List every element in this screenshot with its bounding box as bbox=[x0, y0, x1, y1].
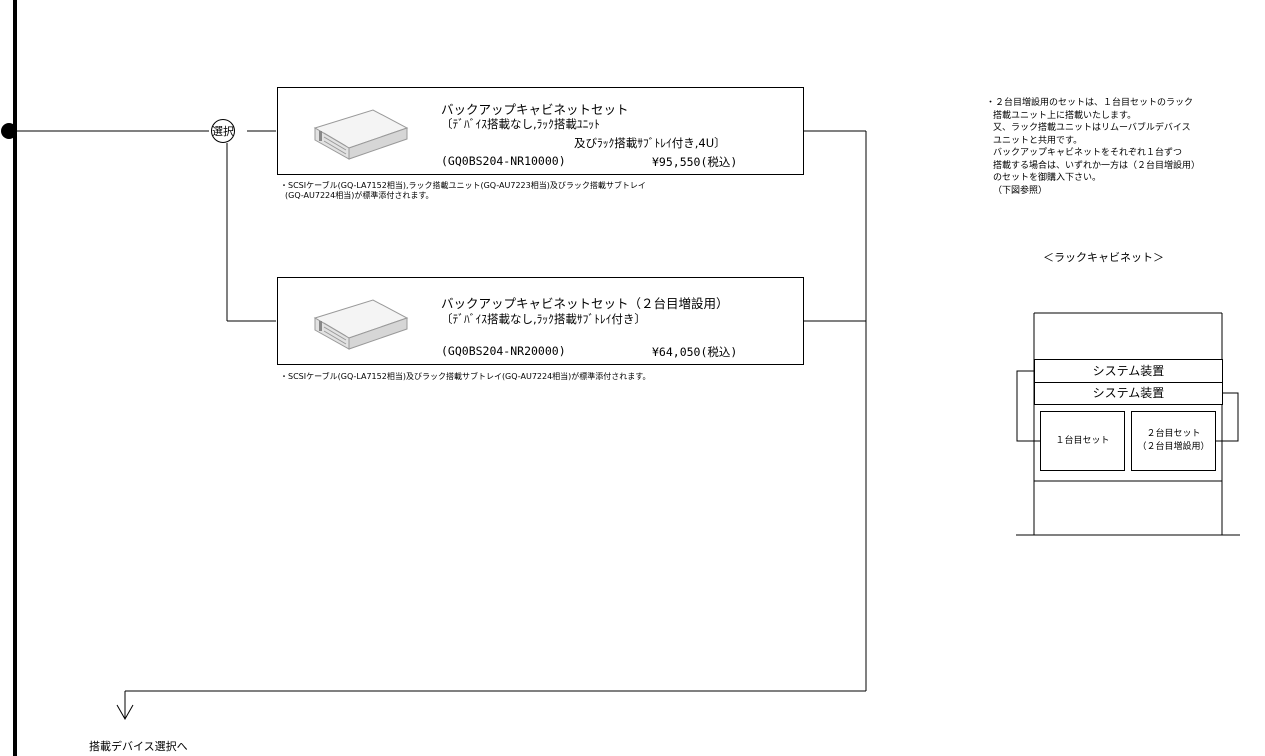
rack-unit-second-set: ２台目セット （２台目増設用） bbox=[1131, 411, 1216, 471]
option1-desc-line1: 〔ﾃﾞﾊﾞｲｽ搭載なし,ﾗｯｸ搭載ﾕﾆｯﾄ bbox=[441, 117, 600, 131]
option1-note-line1: ・SCSIケーブル(GQ-LA7152相当),ラック搭載ユニット(GQ-AU72… bbox=[280, 181, 646, 190]
option1-note-line2: (GQ-AU7224相当)が標準添付されます。 bbox=[285, 191, 434, 200]
option1-price: ¥95,550(税込) bbox=[652, 155, 738, 169]
option2-part-number: (GQ0BS204-NR20000) bbox=[441, 344, 566, 358]
side-note-line: ユニットと共用です。 bbox=[993, 135, 1083, 146]
footer-next-label[interactable]: 搭載デバイス選択へ bbox=[89, 740, 188, 753]
option1-box[interactable]: バックアップキャビネットセット 〔ﾃﾞﾊﾞｲｽ搭載なし,ﾗｯｸ搭載ﾕﾆｯﾄ 及び… bbox=[277, 87, 804, 175]
rack-unit-sublabel: （２台目増設用） bbox=[1137, 442, 1210, 452]
option2-box[interactable]: バックアップキャビネットセット（２台目増設用） 〔ﾃﾞﾊﾞｲｽ搭載なし,ﾗｯｸ搭… bbox=[277, 277, 804, 365]
rack-unit-label: １台目セット bbox=[1055, 435, 1110, 446]
rack-unit-first-set: １台目セット bbox=[1040, 411, 1125, 471]
option2-price: ¥64,050(税込) bbox=[652, 345, 738, 359]
option1-desc-line2: 及びﾗｯｸ搭載ｻﾌﾞﾄﾚｲ付き,4U〕 bbox=[574, 136, 726, 150]
option2-title: バックアップキャビネットセット（２台目増設用） bbox=[441, 296, 729, 311]
side-note-line: 又、ラック搭載ユニットはリムーバブルデバイス bbox=[993, 123, 1191, 133]
cabinet-box-icon bbox=[313, 299, 409, 350]
option1-title: バックアップキャビネットセット bbox=[441, 102, 629, 117]
rack-slot-label: システム装置 bbox=[1092, 386, 1165, 400]
rack-slot-system-1: システム装置 bbox=[1034, 359, 1223, 383]
side-note-line: （下図参照） bbox=[993, 185, 1048, 196]
cabinet-box-icon bbox=[313, 109, 409, 160]
side-note-line: 搭載する場合は、いずれか一方は（２台目増設用） bbox=[993, 160, 1201, 171]
side-note-line: ・２台目増設用のセットは、１台目セットのラック bbox=[986, 98, 1194, 108]
side-note-line: 搭載ユニット上に搭載いたします。 bbox=[993, 110, 1137, 121]
side-note-line: のセットを御購入下さい。 bbox=[993, 173, 1102, 183]
rack-unit-label: ２台目セット bbox=[1146, 429, 1201, 439]
rack-slot-system-2: システム装置 bbox=[1034, 382, 1223, 405]
select-node: 選択 bbox=[211, 119, 235, 143]
rack-title: ＜ラックキャビネット＞ bbox=[1043, 251, 1164, 264]
option1-part-number: (GQ0BS204-NR10000) bbox=[441, 154, 566, 168]
select-label: 選択 bbox=[212, 125, 234, 138]
option2-desc-line1: 〔ﾃﾞﾊﾞｲｽ搭載なし,ﾗｯｸ搭載ｻﾌﾞﾄﾚｲ付き〕 bbox=[441, 312, 646, 326]
rack-slot-label: システム装置 bbox=[1092, 364, 1165, 378]
option2-note-line1: ・SCSIケーブル(GQ-LA7152相当)及びラック搭載サブトレイ(GQ-AU… bbox=[280, 372, 651, 381]
side-notes: ・２台目増設用のセットは、１台目セットのラック 搭載ユニット上に搭載いたします。… bbox=[986, 97, 1200, 197]
side-note-line: バックアップキャビネットをそれぞれ１台ずつ bbox=[993, 148, 1183, 158]
